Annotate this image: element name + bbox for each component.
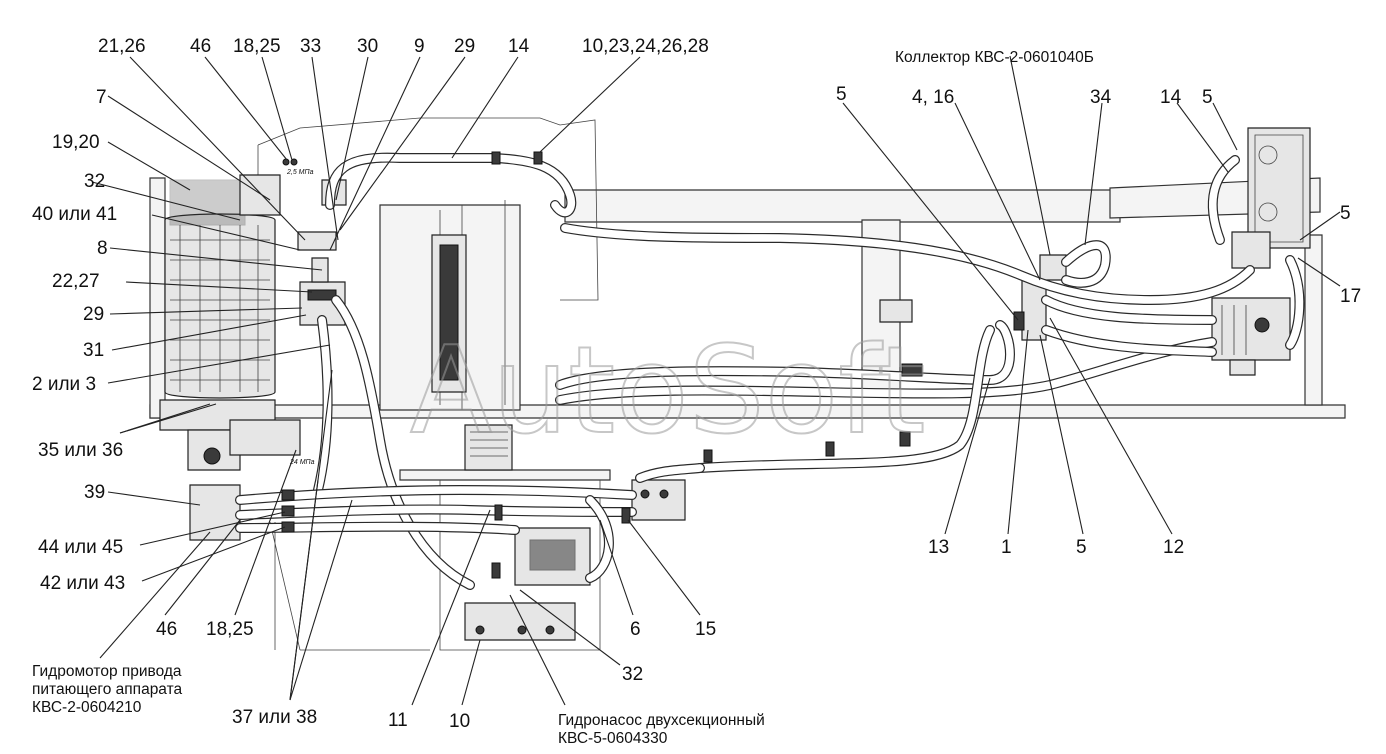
- motor-note-line-1: Гидромотор привода: [32, 663, 182, 680]
- callout-8: 8: [97, 238, 108, 259]
- callout-10-bottom: 10: [449, 711, 470, 732]
- callout-14-top: 14: [508, 36, 530, 57]
- component-notes: Коллектор КВС-2-0601040Б Гидромотор прив…: [32, 49, 1094, 747]
- callout-32-left: 32: [84, 171, 105, 192]
- callout-5-b: 5: [1202, 87, 1213, 108]
- callout-17: 17: [1340, 286, 1361, 307]
- callout-5-c: 5: [1340, 203, 1351, 224]
- callout-29-left: 29: [83, 304, 104, 325]
- callout-7: 7: [96, 87, 107, 108]
- callout-46-top: 46: [190, 36, 211, 57]
- callout-21-26: 21,26: [98, 36, 146, 57]
- collector-note: Коллектор КВС-2-0601040Б: [895, 49, 1094, 66]
- callout-10-23-24-26-28: 10,23,24,26,28: [582, 36, 709, 57]
- callout-11: 11: [388, 710, 408, 731]
- callout-32-bottom: 32: [622, 664, 643, 685]
- callout-1: 1: [1001, 537, 1012, 558]
- callout-40-or-41: 40 или 41: [32, 204, 117, 225]
- callout-30: 30: [357, 36, 378, 57]
- callout-4-16: 4, 16: [912, 87, 954, 108]
- motor-note-line-3: КВС-2-0604210: [32, 699, 142, 716]
- callout-5-d: 5: [1076, 537, 1087, 558]
- watermark: AutoSoft: [410, 322, 925, 461]
- callout-5-a: 5: [836, 84, 847, 105]
- callout-22-27: 22,27: [52, 271, 100, 292]
- callout-6: 6: [630, 619, 641, 640]
- callout-44-or-45: 44 или 45: [38, 537, 123, 558]
- callout-29-top: 29: [454, 36, 475, 57]
- callout-46-bottom: 46: [156, 619, 177, 640]
- callout-18-25-bottom: 18,25: [206, 619, 254, 640]
- callout-42-or-43: 42 или 43: [40, 573, 125, 594]
- machine-frame: [149, 117, 1346, 651]
- callout-19-20: 19,20: [52, 132, 100, 153]
- callout-labels: 21,26 46 18,25 33 30 9 29 14 10,23,24,26…: [32, 36, 1361, 732]
- leader-lines: [91, 55, 1341, 706]
- callout-39: 39: [84, 482, 105, 503]
- callout-2-or-3: 2 или 3: [32, 374, 96, 395]
- callout-35-or-36: 35 или 36: [38, 440, 123, 461]
- pressure-mark-upper: 2,5 МПа: [286, 169, 314, 176]
- callout-33: 33: [300, 36, 321, 57]
- double-section-pump: [464, 424, 686, 641]
- callout-37-or-38: 37 или 38: [232, 707, 317, 728]
- callout-14-right: 14: [1160, 87, 1182, 108]
- pressure-mark-lower: 24 МПа: [289, 459, 315, 466]
- right-cooler-unit: [1211, 127, 1311, 376]
- callout-12: 12: [1163, 537, 1184, 558]
- callout-13: 13: [928, 537, 949, 558]
- callout-34: 34: [1090, 87, 1112, 108]
- callout-9: 9: [414, 36, 425, 57]
- pump-note-line-2: КВС-5-0604330: [558, 730, 668, 747]
- hose-lines: [235, 152, 1305, 590]
- callout-31: 31: [83, 340, 104, 361]
- pump-note-line-1: Гидронасос двухсекционный: [558, 712, 765, 729]
- feeder-drum: [149, 174, 301, 541]
- callout-18-25-top: 18,25: [233, 36, 281, 57]
- callout-15: 15: [695, 619, 716, 640]
- motor-note-line-2: питающего аппарата: [32, 681, 183, 698]
- collector-block: [1013, 254, 1067, 341]
